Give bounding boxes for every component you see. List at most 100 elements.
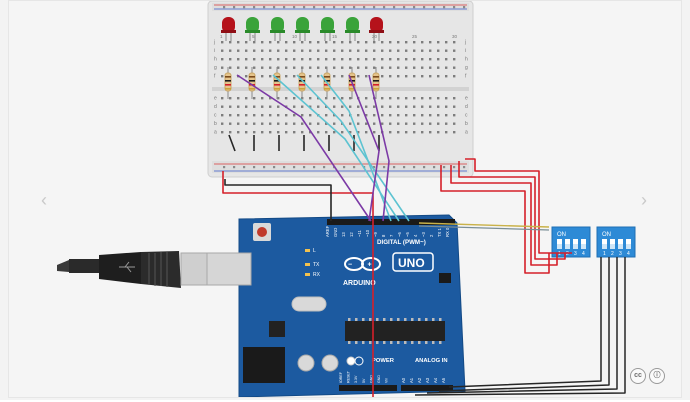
row-letter: h [465, 57, 468, 63]
row-letter: d [214, 104, 217, 110]
dip-switch-1-on-label: ON [557, 232, 566, 238]
led-green-2[interactable] [270, 17, 285, 41]
next-slide-arrow[interactable]: › [641, 190, 647, 210]
row-letter: g [465, 65, 468, 71]
analog-pin-label: A2 [417, 377, 422, 383]
column-number: 25 [412, 34, 418, 39]
dip-toggle-knob [602, 239, 607, 244]
wire-dip-black-2 [438, 257, 610, 392]
digital-pin-header[interactable] [327, 219, 455, 225]
dip-number: 2 [566, 251, 569, 257]
svg-text:−: − [348, 262, 352, 269]
analog-pin-label: A4 [433, 377, 438, 383]
led-green-1[interactable] [245, 17, 260, 41]
prev-slide-arrow[interactable]: ‹ [41, 190, 47, 210]
usb-chip [269, 321, 285, 337]
pin-label: AREF [325, 225, 330, 237]
analog-pin-label: A0 [401, 377, 406, 383]
license-badge[interactable]: cc ⓘ [630, 368, 665, 384]
wire-gnd-black [224, 179, 332, 221]
analog-pin-header[interactable] [401, 385, 453, 391]
brand-label: ARDUINO [343, 280, 376, 287]
model-label: UNO [398, 256, 425, 270]
wire-dip-black-3 [426, 257, 618, 394]
pin-label: ~3 [421, 232, 426, 237]
led-green-4[interactable] [320, 17, 335, 41]
resistor-1[interactable] [224, 67, 232, 99]
dip-number: 1 [603, 251, 606, 257]
row-letter: i [465, 48, 466, 54]
wire-dip-black-4 [414, 257, 626, 396]
pin-label: RX 0 [445, 227, 450, 237]
pin-label: TX 1 [437, 227, 442, 237]
column-number: 30 [452, 34, 458, 39]
attribution-icon: ⓘ [649, 368, 665, 384]
atmega-chip [345, 321, 445, 341]
pin-label: ~9 [373, 232, 378, 237]
dip-number: 4 [582, 251, 585, 257]
led-green-3[interactable] [295, 17, 310, 41]
wire-purple-1 [236, 74, 372, 222]
power-pin-header[interactable] [339, 385, 397, 391]
row-letter: a [214, 130, 217, 136]
wire-dip-red-3 [458, 161, 566, 260]
power-pin-label: 5V [362, 378, 366, 383]
power-pin-label: Vin [385, 378, 389, 383]
row-letter: f [214, 74, 216, 80]
wire-dip-red-1 [440, 165, 550, 274]
pin-label: ~5 [405, 232, 410, 237]
row-letter: f [465, 74, 467, 80]
row-letter: c [214, 113, 217, 119]
led-red-1[interactable] [221, 17, 236, 41]
usb-cable[interactable] [57, 251, 252, 288]
capacitor-2 [321, 354, 339, 372]
column-number: 15 [332, 34, 338, 39]
dip-number: 3 [574, 251, 577, 257]
dip-number: 3 [619, 251, 622, 257]
reset-button-cap [257, 227, 267, 237]
column-number: 10 [292, 34, 298, 39]
pin-label: ~6 [397, 232, 402, 237]
wire-dip-red-2 [450, 165, 558, 266]
led-label-tx: TX [313, 262, 320, 268]
power-pin-label: RESET [347, 370, 351, 383]
resistor-7[interactable] [372, 67, 380, 99]
power-pin-label: GND [377, 375, 381, 383]
pin-label: 12 [349, 232, 354, 237]
pin-label: 2 [429, 234, 434, 237]
wire-yellow [418, 222, 550, 228]
pin-label: 7 [389, 234, 394, 237]
row-letter: h [214, 57, 217, 63]
row-letter: i [214, 48, 215, 54]
wires[interactable] [222, 74, 626, 397]
dip-number: 4 [627, 251, 630, 257]
power-jack[interactable] [243, 347, 285, 383]
pin-label: ~10 [365, 229, 370, 237]
row-letter: d [465, 104, 468, 110]
row-letter: c [465, 113, 468, 119]
row-letter: a [465, 130, 468, 136]
analog-pin-label: A3 [425, 377, 430, 383]
pin-label: 4 [413, 234, 418, 237]
led-label-rx: RX [313, 272, 321, 278]
cc-icon: cc [630, 368, 646, 384]
analog-label: ANALOG IN [415, 358, 448, 364]
row-letter: e [465, 96, 468, 102]
power-pin-label: IOREF [339, 371, 343, 383]
row-letter: j [464, 40, 466, 46]
digital-label: DIGITAL (PWM~) [377, 239, 426, 246]
crystal [291, 296, 327, 312]
wire-purple-3 [368, 74, 390, 222]
usb-port [206, 252, 252, 286]
dip-toggle-knob [573, 239, 578, 244]
led-green-5[interactable] [345, 17, 360, 41]
led-red-2[interactable] [369, 17, 384, 41]
